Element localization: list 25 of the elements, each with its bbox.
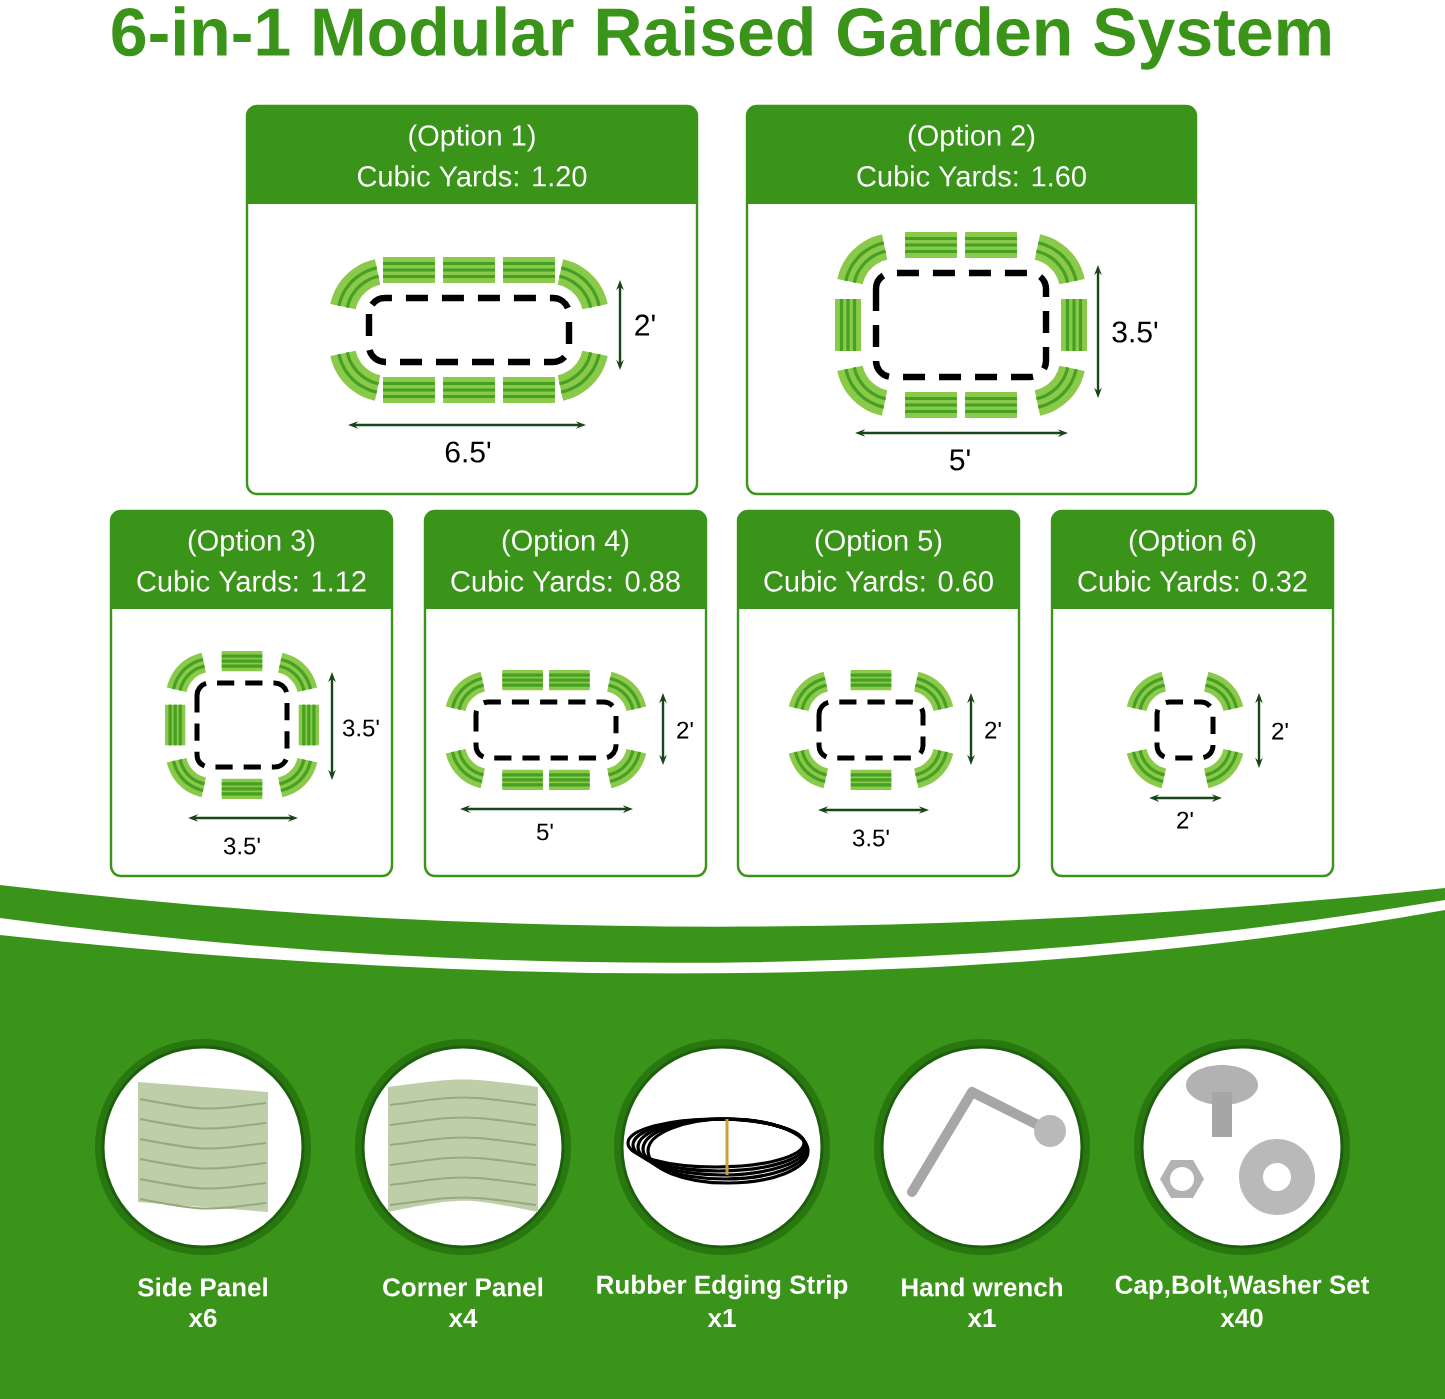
node-label: x6: [188, 1308, 217, 1328]
node-label: Hand wrench: [902, 1277, 1062, 1297]
node-label: Cap,Bolt,Washer Set: [1115, 1274, 1370, 1300]
node-label: x40: [1220, 1308, 1263, 1328]
title: 6-in-1 Modular Raised Garden System: [112, 6, 1330, 70]
part-item: Hand wrench x1: [874, 1039, 1090, 1327]
dimension-label: 2': [1272, 722, 1288, 740]
node-label: x1: [967, 1309, 996, 1327]
dimension-label: 2': [985, 721, 1001, 739]
node-label: Side Panel: [138, 1277, 267, 1297]
node-label: Rubber Edging Strip: [597, 1274, 848, 1300]
dimension-label: 3.5': [223, 837, 260, 855]
dimension-label: 3.5': [852, 829, 889, 847]
dimension-label: 2': [677, 721, 693, 739]
dimension-label: 6.5': [445, 441, 491, 463]
node-label: x1: [707, 1309, 736, 1327]
part-item: Rubber Edging Strip x1: [597, 1039, 848, 1327]
dimension-label: 2': [635, 314, 655, 336]
dimension-label: 5': [537, 823, 553, 841]
node-label: x4: [448, 1309, 478, 1327]
dimension-label: 3.5': [342, 719, 379, 737]
dimension-label: 5': [950, 449, 970, 471]
dimension-label: 2': [1177, 811, 1193, 829]
node-label: Corner Panel: [383, 1277, 543, 1297]
dimension-label: 3.5': [1112, 321, 1158, 343]
